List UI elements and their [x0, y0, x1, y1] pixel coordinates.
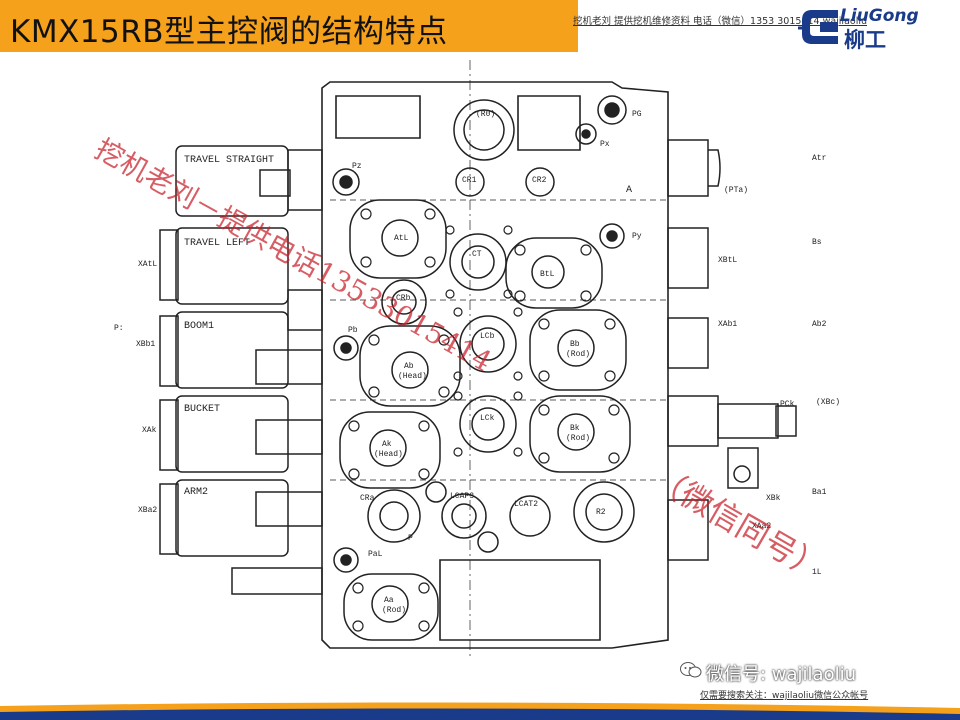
port-label: CT — [472, 250, 482, 259]
port-label: PG — [632, 110, 642, 119]
port-label: LCAT2 — [514, 500, 538, 509]
section-label: TRAVEL LEFT — [184, 238, 250, 249]
port-label: Bs — [812, 238, 822, 247]
port-label: BtL — [540, 270, 555, 279]
page-title: KMX15RB型主控阀的结构特点 — [10, 14, 448, 50]
port-label: Pb — [348, 326, 358, 335]
bottom-center-block — [439, 559, 601, 641]
port-label: LCk — [480, 414, 495, 423]
port-label: A — [626, 185, 632, 196]
port-label: CRb — [396, 294, 411, 303]
port-label: Atr — [812, 154, 827, 163]
port-label: 1L — [812, 568, 822, 577]
wechat-icon — [680, 662, 702, 678]
bottom-stripe — [0, 702, 960, 720]
section-label: BUCKET — [184, 404, 220, 415]
port-label: PaL — [368, 550, 383, 559]
port-label: R2 — [596, 508, 606, 517]
port-label: (PTa) — [724, 186, 748, 195]
section-travel-left — [175, 227, 289, 305]
port-label: (Head) — [398, 372, 427, 381]
port-label: XAk — [142, 426, 157, 435]
port-label: Aa — [384, 596, 394, 605]
port-label: (R0) — [476, 110, 495, 119]
port-label: CRa — [360, 494, 375, 503]
port-label: Py — [632, 232, 642, 241]
port-label: CR2 — [532, 176, 547, 185]
port-label: Ak — [382, 440, 392, 449]
valve-body-outline — [321, 81, 669, 649]
header-contact-note: 挖机老刘 提供挖机维修资料 电话（微信）1353 3015414 wajilao… — [573, 16, 868, 27]
port-label: Bb — [570, 340, 580, 349]
port-label: LCb — [480, 332, 495, 341]
section-arm2 — [175, 479, 289, 557]
port-label: (Head) — [374, 450, 403, 459]
port-label: XAtL — [138, 260, 157, 269]
footer-note: 仅需要搜索关注：wajilaoliu微信公众帐号 — [700, 691, 869, 701]
port-label: XAb1 — [718, 320, 737, 329]
port-label: XBtL — [718, 256, 737, 265]
port-label: XBb1 — [136, 340, 155, 349]
port-label: CR1 — [462, 176, 477, 185]
port-label: XBk — [766, 494, 781, 503]
logo-text-en: LiuGong — [840, 6, 919, 26]
port-label: (Rod) — [382, 606, 406, 615]
section-label: TRAVEL STRAIGHT — [184, 155, 274, 166]
port-label: Px — [600, 140, 610, 149]
top-right-recess — [517, 95, 581, 151]
port-label: PCk — [780, 400, 795, 409]
port-label: XAa2 — [752, 522, 771, 531]
section-label: ARM2 — [184, 487, 208, 498]
port-label: Pz — [352, 162, 362, 171]
port-label: (Rod) — [566, 434, 590, 443]
port-label: (XBc) — [816, 398, 840, 407]
top-left-recess — [335, 95, 421, 139]
port-label: AtL — [394, 234, 409, 243]
liugong-logo: LiuGong 柳工 — [798, 2, 960, 52]
liugong-mark-icon — [798, 10, 838, 44]
port-label: P — [408, 534, 413, 543]
logo-text-cn: 柳工 — [844, 27, 886, 52]
port-label: XBa2 — [138, 506, 157, 515]
port-label: LCAP3 — [450, 492, 474, 501]
section-bucket — [175, 395, 289, 473]
port-label: Ab — [404, 362, 414, 371]
port-label: P: — [114, 324, 124, 333]
port-label: Ba1 — [812, 488, 827, 497]
port-label: (Rod) — [566, 350, 590, 359]
port-label: Ab2 — [812, 320, 827, 329]
port-label: Bk — [570, 424, 580, 433]
title-bar: KMX15RB型主控阀的结构特点 — [0, 0, 578, 52]
section-label: BOOM1 — [184, 321, 214, 332]
wechat-label: 微信号: wajilaoliu — [706, 664, 856, 685]
